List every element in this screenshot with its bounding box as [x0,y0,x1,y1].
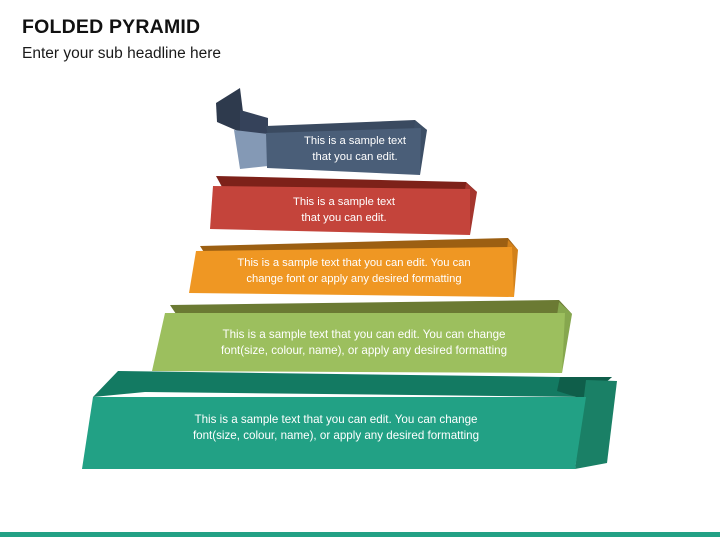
slate-layer[interactable]: This is a sample text that you can edit. [216,88,427,175]
page-title: FOLDED PYRAMID [22,16,201,38]
red-layer-text-line-1: This is a sample text [293,196,396,208]
red-layer[interactable]: This is a sample text that you can edit. [210,176,477,235]
green-layer[interactable]: This is a sample text that you can edit.… [152,300,572,373]
red-layer-text-line-2: that you can edit. [301,212,386,224]
page-subtitle: Enter your sub headline here [22,45,222,62]
teal-layer-text-line-2: font(size, colour, name), or apply any d… [193,429,479,442]
footer-accent-bar [0,532,720,537]
green-layer-text-line-1: This is a sample text that you can edit.… [223,328,506,341]
slate-layer-text-line-1: This is a sample text [304,135,407,147]
orange-layer-text-line-1: This is a sample text that you can edit.… [237,257,470,269]
slate-layer-body [266,128,421,175]
orange-layer-text-line-2: change font or apply any desired formatt… [246,273,461,285]
green-layer-text-line-2: font(size, colour, name), or apply any d… [221,344,507,357]
slate-layer-text-line-2: that you can edit. [312,151,397,163]
green-layer-body [152,313,565,373]
teal-layer[interactable]: This is a sample text that you can edit.… [82,371,617,469]
slate-layer-arrow-flap [216,88,243,132]
teal-layer-top-bevel [93,371,612,397]
slate-layer-fold-highlight [234,130,268,169]
orange-layer[interactable]: This is a sample text that you can edit.… [189,238,518,297]
teal-layer-right-side [575,380,617,469]
red-layer-body [210,186,470,235]
slide-header: FOLDED PYRAMID Enter your sub headline h… [22,14,662,66]
orange-layer-body [189,247,514,297]
teal-layer-body [82,397,586,469]
teal-layer-text-line-1: This is a sample text that you can edit.… [195,413,478,426]
